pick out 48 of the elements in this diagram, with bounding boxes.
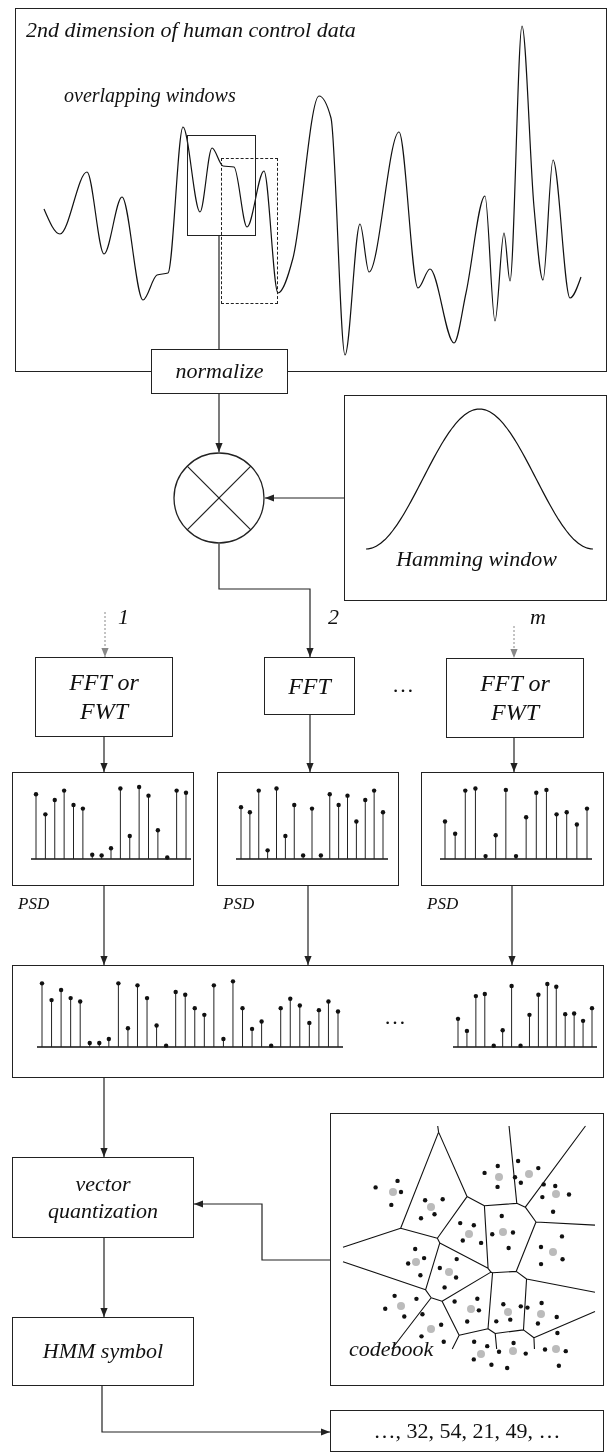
arrow <box>508 885 516 966</box>
window-frame <box>187 135 256 236</box>
process-box <box>12 1157 194 1238</box>
plot-caption: PSD <box>427 894 459 915</box>
box-label: vector quantization <box>47 1171 159 1224</box>
box-label: FFT <box>287 671 334 701</box>
spectrum-plot <box>217 772 399 886</box>
box-label: FFT or FWT <box>68 668 140 726</box>
panel-title: 2nd dimension of human control data <box>26 17 356 44</box>
box-label: …, 32, 54, 21, 49, … <box>372 1417 562 1445</box>
process-box <box>35 657 173 737</box>
panel-caption: codebook <box>349 1336 434 1363</box>
process-box <box>446 658 584 738</box>
arrow <box>100 736 108 773</box>
arrow <box>510 625 518 659</box>
ellipsis-text: … <box>384 1004 406 1031</box>
box-label: FFT or FWT <box>479 669 551 727</box>
panel-caption: Hamming window <box>395 546 558 573</box>
spectrum-plot <box>421 772 604 886</box>
window-frame <box>221 158 278 304</box>
arrow <box>218 543 314 658</box>
arrow <box>100 1077 108 1158</box>
ellipsis-text: … <box>392 672 414 699</box>
connector-line <box>218 234 220 350</box>
arrow <box>100 1237 108 1318</box>
process-box <box>12 1317 194 1386</box>
arrow <box>193 1200 331 1261</box>
box-label: normalize <box>174 358 265 385</box>
annotation-text: overlapping windows <box>64 83 236 107</box>
arrow <box>101 611 109 658</box>
arrow <box>264 494 345 502</box>
spectrum-plot <box>12 965 604 1078</box>
arrow <box>215 393 223 453</box>
arrow <box>304 885 312 966</box>
spectrum-plot <box>12 772 194 886</box>
arrow <box>100 885 108 966</box>
box-label: HMM symbol <box>41 1338 165 1365</box>
process-box <box>264 657 355 715</box>
arrow <box>101 1385 331 1436</box>
plot-caption: PSD <box>223 894 255 915</box>
output-box <box>330 1410 604 1452</box>
arrow <box>510 737 518 773</box>
codebook-panel <box>330 1113 604 1386</box>
plot-caption: PSD <box>18 894 50 915</box>
multiplier-symbol <box>173 452 265 544</box>
window-function-panel <box>344 395 607 601</box>
process-box <box>151 349 288 394</box>
arrow <box>306 714 314 773</box>
